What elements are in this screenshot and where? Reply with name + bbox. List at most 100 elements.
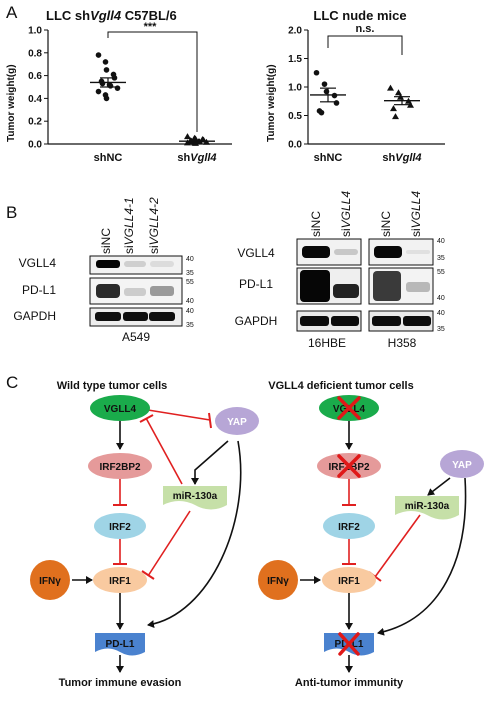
blot1-row-label-1: VGLL4	[19, 256, 57, 270]
data-point	[114, 85, 121, 91]
data-point	[318, 109, 325, 116]
blot1-gapdh-band-1	[95, 312, 121, 321]
y-tick-label: 0.0	[288, 140, 302, 151]
node-irf2bp2	[88, 453, 152, 479]
chart-left-significance: ***	[144, 21, 158, 33]
chart-left: LLC shVgll4 C57BL/6 Tumor weight(g) 0.00…	[6, 8, 232, 164]
y-tick-label: 0.0	[28, 140, 42, 151]
data-point	[390, 105, 397, 112]
node-r-yap-label: YAP	[452, 460, 472, 471]
node-ifng-label: IFNγ	[39, 576, 61, 587]
blot1-marker-2b: 40	[186, 298, 194, 305]
y-tick-label: 0.8	[28, 48, 42, 59]
knockout-x-icon-irf2bp2	[337, 454, 361, 478]
data-point	[103, 67, 110, 73]
data-point	[102, 59, 109, 65]
chart-right-xlabel-2: shVgll4	[382, 152, 421, 164]
y-tick-label: 1.0	[288, 83, 302, 94]
data-point	[99, 80, 106, 87]
chart-right-significance: n.s.	[356, 23, 375, 35]
chart-right-xlabel-1: shNC	[314, 152, 343, 164]
data-point	[392, 113, 399, 120]
node-r-yap	[440, 450, 484, 478]
blot2: VGLL4 40 35 PD-L1 55 40 GAPDH 40 35 16HB…	[235, 238, 445, 350]
node-pdl1	[95, 633, 145, 656]
edge-yap-to-pdl1	[147, 440, 242, 628]
edge-r-mir130a-inhibits-irf1	[374, 514, 421, 578]
data-point	[192, 139, 199, 146]
blot1-row-label-3: GAPDH	[13, 309, 56, 323]
blot1-vgll4-band-1	[96, 260, 120, 268]
y-tick-label: 2.0	[288, 26, 302, 37]
node-pdl1-label: PD-L1	[106, 639, 135, 650]
data-point	[184, 133, 191, 140]
blot1-vgll4-band-2	[124, 261, 146, 267]
data-point	[95, 88, 102, 95]
blot1: VGLL4 40 35 PD-L1 55 40 GAPDH 40 35 A549	[13, 255, 194, 344]
blot2-gapdh-band-1	[300, 316, 329, 326]
blot1-lane-labels: siNC siVGLL4-1 siVGLL4-2	[99, 197, 161, 254]
blot1-lane-label-3: siVGLL4-2	[147, 197, 161, 254]
data-point	[192, 135, 199, 142]
node-yap-label: YAP	[227, 417, 247, 428]
data-point	[103, 95, 110, 102]
node-yap	[215, 407, 259, 435]
node-vgll4	[90, 395, 150, 421]
node-irf2-label: IRF2	[109, 522, 131, 533]
chart-left-xlabel-2: shVgll4	[177, 152, 216, 164]
chart-right-ticks: 0.0 0.5 1.0 1.5 2.0	[288, 26, 308, 151]
blot2-lane-labels: siNC siVGLL4 siNC siVGLL4	[309, 191, 423, 237]
node-r-irf2	[323, 513, 375, 539]
blot2-cell-line-1: 16HBE	[308, 336, 346, 350]
blot2-gapdh-band-3	[372, 316, 401, 326]
node-irf1	[93, 567, 147, 593]
blot2-marker-2a: 55	[437, 269, 445, 276]
blot2-marker-1a: 40	[437, 238, 445, 245]
blot1-marker-1b: 35	[186, 270, 194, 277]
panel-c-left-title: Wild type tumor cells	[57, 380, 168, 392]
blot2-vgll4-band-4	[406, 250, 430, 254]
edge-r-yap-to-mir130a	[427, 477, 451, 496]
blot2-gapdh-band-4	[403, 316, 431, 326]
chart-left-ylabel: Tumor weight(g)	[6, 64, 17, 142]
blot2-pdl1-band-1	[300, 270, 330, 302]
blot1-gapdh-band-2	[123, 312, 148, 321]
edge-mir130a-inhibits-vgll4	[145, 417, 183, 485]
chart-left-xlabel-1: shNC	[94, 152, 123, 164]
blot2-row-label-1: VGLL4	[237, 246, 275, 260]
blot1-cell-line: A549	[122, 330, 150, 344]
y-tick-label: 0.6	[28, 71, 42, 82]
node-mir130a-label: miR-130a	[173, 491, 218, 502]
y-tick-label: 1.5	[288, 54, 302, 65]
node-vgll4-label: VGLL4	[104, 404, 137, 415]
blot2-vgll4-band-3	[374, 246, 402, 258]
node-r-ifng	[258, 560, 298, 600]
blot1-lane-label-2: siVGLL4-1	[122, 197, 136, 254]
node-irf1-label: IRF1	[109, 576, 131, 587]
node-r-mir130a-label: miR-130a	[405, 501, 450, 512]
y-tick-label: 0.2	[28, 117, 42, 128]
chart-right-sig-bracket	[327, 35, 403, 55]
panel-b-letter: B	[6, 203, 17, 222]
data-point	[321, 81, 328, 87]
chart-right-ylabel: Tumor weight(g)	[266, 64, 277, 142]
blot1-lane-label-1: siNC	[99, 228, 113, 254]
blot2-cell-line-2: H358	[388, 336, 417, 350]
data-point	[407, 101, 414, 108]
edge-vgll4-inhibits-yap	[147, 409, 211, 421]
blot1-marker-1a: 40	[186, 256, 194, 263]
y-tick-label: 0.4	[28, 94, 42, 105]
blot2-gapdh-band-2	[331, 316, 359, 326]
blot2-lane-label-3: siNC	[379, 211, 393, 237]
node-r-irf1-label: IRF1	[338, 576, 360, 587]
y-tick-label: 0.5	[288, 111, 302, 122]
panel-c-right-title: VGLL4 deficient tumor cells	[268, 380, 413, 392]
node-mir130a	[163, 486, 227, 510]
blot2-pdl1-band-4	[406, 282, 430, 292]
edge-r-yap-to-pdl1	[377, 477, 467, 636]
node-r-mir130a	[395, 496, 459, 520]
outcome-left: Tumor immune evasion	[59, 677, 182, 689]
data-point	[395, 89, 402, 96]
data-point	[387, 84, 394, 91]
